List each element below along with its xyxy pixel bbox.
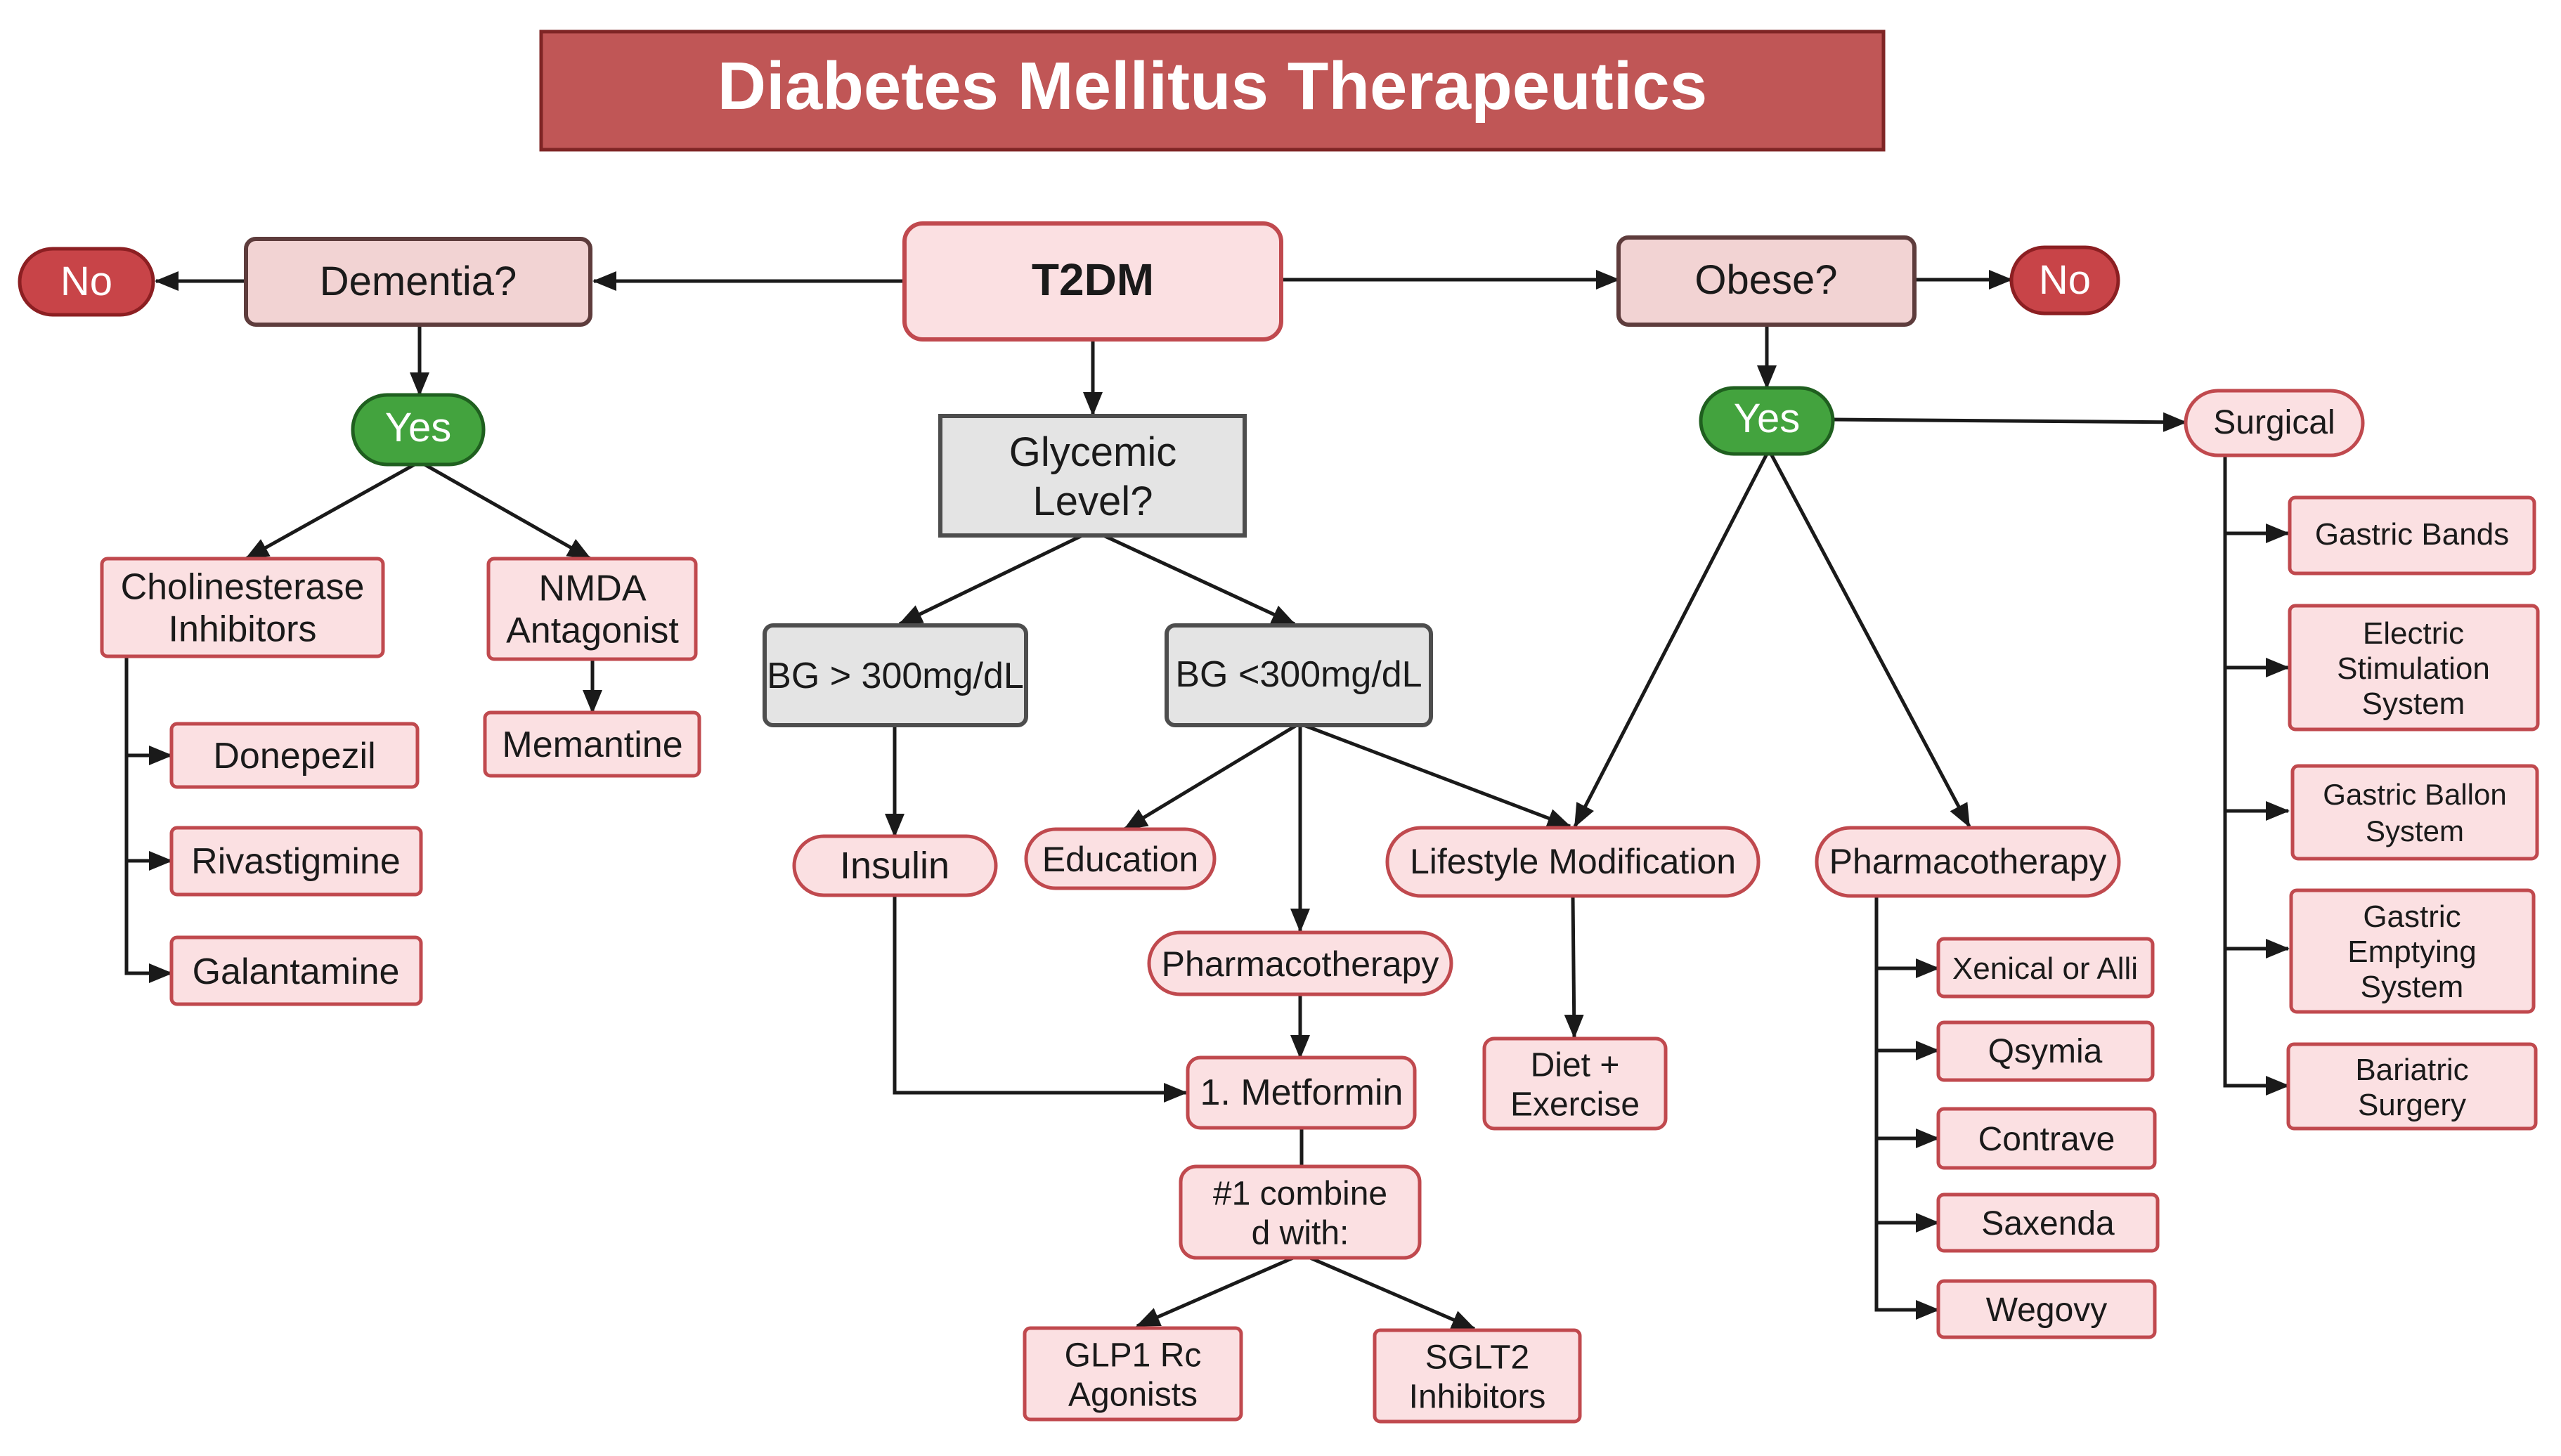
edge-bglow-lifestyle [1303,723,1571,828]
edge-yes-surgical [1832,412,2187,432]
saxenda-label: Saxenda [1981,1205,2115,1242]
node-pharmacotherapy-right: Pharmacotherapy [1815,826,2121,898]
lifestyle-label: Lifestyle Modification [1410,842,1736,881]
node-galantamine: Galantamine [169,935,423,1006]
qsymia-label: Qsymia [1988,1033,2103,1070]
donepezil-label: Donepezil [213,736,375,776]
node-t2dm: T2DM [902,221,1283,342]
no-left-label: No [60,259,112,304]
node-no-left: No [18,247,155,317]
node-gastric-bands: Gastric Bands [2288,495,2536,576]
pharma-mid-label: Pharmacotherapy [1162,944,1439,984]
gastric-bands-label: Gastric Bands [2315,517,2509,552]
edge-bglow-education [1123,723,1298,831]
nodes: T2DM Dementia? No Obese? No Yes [18,221,2540,1424]
edge-lifestyle-diet [1564,895,1584,1039]
node-rivastigmine: Rivastigmine [169,826,423,897]
rivastigmine-label: Rivastigmine [191,841,401,882]
node-metformin: 1. Metformin [1186,1055,1417,1130]
node-insulin: Insulin [792,834,998,897]
wegovy-label: Wegovy [1986,1292,2108,1329]
edge-combined-glp1 [1136,1256,1295,1328]
metformin-label: 1. Metformin [1200,1072,1403,1113]
node-yes-right: Yes [1699,386,1835,456]
node-no-right: No [2009,245,2120,316]
node-diet-exercise: Diet +Exercise [1482,1036,1668,1131]
edge-yes-lifestyle [1573,453,1769,828]
insulin-label: Insulin [840,845,949,887]
edge-glycemic-bglow [1102,533,1296,626]
node-pharmacotherapy-middle: Pharmacotherapy [1147,930,1453,996]
node-dementia-question: Dementia? [244,237,592,327]
edge-surgical-trunk [2223,457,2277,1088]
obese-label: Obese? [1694,257,1837,303]
edge-yes-nmda [423,462,592,561]
node-bg-low: BG <300mg/dL [1165,623,1433,727]
edge-glycemic-bghigh [898,533,1084,626]
connectors [124,270,2290,1331]
node-contrave: Contrave [1936,1107,2157,1170]
node-education: Education [1024,827,1217,890]
dementia-label: Dementia? [320,259,517,304]
node-donepezil: Donepezil [169,722,420,789]
node-memantine: Memantine [483,710,701,778]
diet-label: Diet +Exercise [1510,1046,1640,1123]
node-saxenda: Saxenda [1936,1192,2160,1253]
node-xenical-or-alli: Xenical or Alli [1936,937,2155,999]
edge-insulin-metformin [893,895,1188,1103]
edge-cholinesterase-trunk [124,656,169,975]
bg-high-label: BG > 300mg/dL [767,656,1024,696]
node-obese-question: Obese? [1616,235,1917,327]
node-bg-high: BG > 300mg/dL [763,623,1028,727]
edge-yes-cholinesterase [245,462,416,561]
xenical-label: Xenical or Alli [1952,951,2138,986]
pharma-right-label: Pharmacotherapy [1829,842,2107,881]
diagram-title: Diabetes Mellitus Therapeutics [718,48,1707,124]
memantine-label: Memantine [502,724,682,765]
node-qsymia: Qsymia [1936,1020,2155,1082]
edge-combined-sglt2 [1309,1256,1476,1331]
node-yes-left: Yes [351,393,486,467]
edge-yes-pharma-right [1769,453,1971,828]
education-label: Education [1042,840,1198,879]
surgical-label: Surgical [2213,404,2335,441]
no-right-label: No [2039,257,2091,303]
node-lifestyle-modification: Lifestyle Modification [1385,826,1761,898]
yes-left-label: Yes [385,405,452,450]
yes-right-label: Yes [1734,396,1801,441]
bg-low-label: BG <300mg/dL [1175,654,1422,695]
node-wegovy: Wegovy [1936,1279,2157,1339]
edge-pharma-right-trunk [1874,896,1936,1312]
title-banner: Diabetes Mellitus Therapeutics [539,30,1886,152]
contrave-label: Contrave [1978,1121,2115,1158]
t2dm-label: T2DM [1032,254,1154,305]
node-surgical: Surgical [2184,389,2365,457]
galantamine-label: Galantamine [193,951,400,992]
